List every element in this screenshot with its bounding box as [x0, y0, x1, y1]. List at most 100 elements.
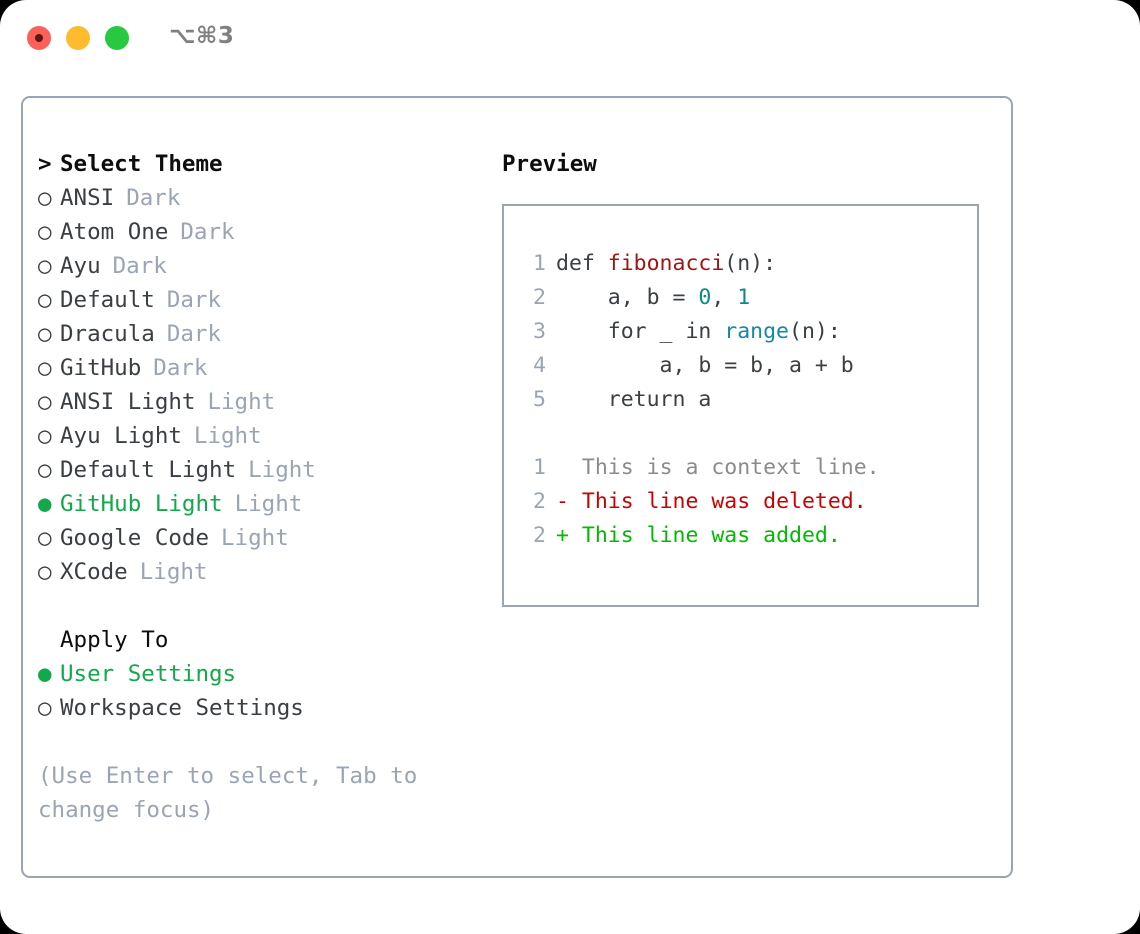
radio-unselected-icon: ○: [38, 457, 52, 483]
theme-option-google-code[interactable]: ○ Google Code Light: [38, 521, 493, 555]
radio-unselected-icon: ○: [38, 559, 52, 585]
theme-variant-badge: Light: [221, 525, 289, 551]
radio-unselected-icon: ○: [38, 219, 52, 245]
diff-line-added: 2 + This line was added.: [524, 519, 971, 553]
theme-option-label: Ayu: [60, 253, 101, 279]
apply-to-option-workspace-settings[interactable]: ○Workspace Settings: [38, 691, 493, 725]
close-button-icon[interactable]: [27, 26, 51, 50]
code-token-plain: a, b =: [556, 285, 699, 310]
theme-option-github-light[interactable]: ● GitHub Light Light: [38, 487, 493, 521]
title-bar: ⌥⌘3: [0, 0, 1140, 78]
diff-sign: +: [556, 523, 569, 548]
diff-line-number: 1: [533, 455, 546, 480]
theme-variant-badge: Light: [234, 491, 303, 517]
diff-sample: 1 This is a context line.2- This line wa…: [524, 451, 971, 553]
diff-line-number: 2: [533, 489, 546, 514]
theme-option-ansi-light[interactable]: ○ ANSI Light Light: [38, 385, 493, 419]
theme-variant-badge: Light: [207, 389, 276, 415]
radio-unselected-icon: ○: [38, 321, 52, 347]
code-token-fn: fibonacci: [607, 251, 725, 276]
theme-option-label: Dracula: [60, 321, 155, 347]
radio-selected-icon: ●: [38, 491, 52, 517]
theme-variant-badge: Light: [248, 457, 316, 483]
apply-to-header-label: Apply To: [60, 627, 169, 653]
theme-variant-badge: Light: [193, 423, 262, 449]
code-line-number: 3: [533, 319, 546, 344]
theme-variant-badge: Dark: [126, 185, 181, 211]
theme-option-ayu-light[interactable]: ○ Ayu Light Light: [38, 419, 493, 453]
theme-option-default[interactable]: ○ Default Dark: [38, 283, 493, 317]
diff-line-text: - This line was deleted.: [556, 489, 867, 514]
code-token-plain: return a: [556, 387, 712, 412]
code-line-number: 5: [533, 387, 546, 412]
radio-unselected-icon: ○: [38, 525, 52, 551]
theme-variant-badge: Dark: [180, 219, 235, 245]
diff-sign: [556, 455, 569, 480]
code-line-number: 2: [533, 285, 546, 310]
radio-unselected-icon: ○: [38, 389, 52, 415]
apply-to-options: ● User Settings ○Workspace Settings: [38, 657, 493, 725]
preview-title: Preview: [502, 151, 597, 177]
theme-option-atom-one[interactable]: ○ Atom One Dark: [38, 215, 493, 249]
theme-option-github[interactable]: ○ GitHub Dark: [38, 351, 493, 385]
radio-unselected-icon: ○: [38, 287, 52, 313]
code-line: 5 return a: [524, 383, 971, 417]
theme-option-label: ANSI Light: [60, 389, 196, 415]
apply-to-option-label: User Settings: [60, 661, 237, 687]
diff-line-text: + This line was added.: [556, 523, 841, 548]
theme-picker-header: > Select Theme: [38, 147, 493, 181]
theme-option-label: Google Code: [60, 525, 210, 551]
theme-option-label: GitHub: [60, 355, 142, 381]
radio-selected-icon: ●: [38, 661, 52, 687]
theme-option-ayu[interactable]: ○ Ayu Dark: [38, 249, 493, 283]
radio-unselected-icon: ○: [38, 355, 52, 381]
theme-variant-badge: Dark: [166, 287, 222, 313]
apply-to-header-indent: ○: [38, 623, 60, 657]
radio-unselected-icon: ○: [38, 253, 52, 279]
theme-option-label: Default: [60, 287, 155, 313]
theme-option-label: GitHub Light: [60, 491, 223, 517]
theme-option-label: XCode: [60, 559, 128, 585]
code-token-plain: (n):: [724, 251, 777, 276]
code-line: 3 for _ in range(n):: [524, 315, 971, 349]
minimize-button-icon[interactable]: [66, 26, 90, 50]
code-line: 2 a, b = 0, 1: [524, 281, 971, 315]
apply-to-option-label: Workspace Settings: [60, 695, 304, 721]
code-token-plain: (n):: [789, 319, 841, 344]
diff-line-deleted: 2- This line was deleted.: [524, 485, 971, 519]
theme-option-label: Default Light: [60, 457, 237, 483]
code-diff-spacer: [524, 417, 971, 451]
theme-option-default-light[interactable]: ○ Default Light Light: [38, 453, 493, 487]
list-spacer: [38, 589, 493, 623]
theme-picker-header-label: Select Theme: [60, 151, 223, 177]
diff-sign: -: [556, 489, 569, 514]
code-token-num: 1: [737, 285, 751, 310]
caret-icon: >: [38, 151, 52, 177]
radio-unselected-icon: ○: [38, 423, 52, 449]
apply-to-option-user-settings[interactable]: ● User Settings: [38, 657, 493, 691]
theme-variant-badge: Dark: [153, 355, 208, 381]
window-controls: [27, 26, 129, 50]
diff-line-number: 2: [533, 523, 546, 548]
code-token-num: 0: [698, 285, 712, 310]
code-token-plain: def: [556, 251, 608, 276]
keyboard-hint: (Use Enter to select, Tab to change focu…: [38, 763, 418, 823]
theme-option-label: ANSI: [60, 185, 115, 211]
diff-text: This line was deleted.: [581, 489, 867, 514]
theme-option-label: Atom One: [60, 219, 169, 245]
diff-text: This line was added.: [581, 523, 841, 548]
code-line-number: 4: [533, 353, 546, 378]
diff-line-text: This is a context line.: [556, 455, 880, 480]
theme-variant-badge: Dark: [112, 253, 167, 279]
theme-option-label: Ayu Light: [60, 423, 182, 449]
code-line: 4 a, b = b, a + b: [524, 349, 971, 383]
maximize-button-icon[interactable]: [105, 26, 129, 50]
